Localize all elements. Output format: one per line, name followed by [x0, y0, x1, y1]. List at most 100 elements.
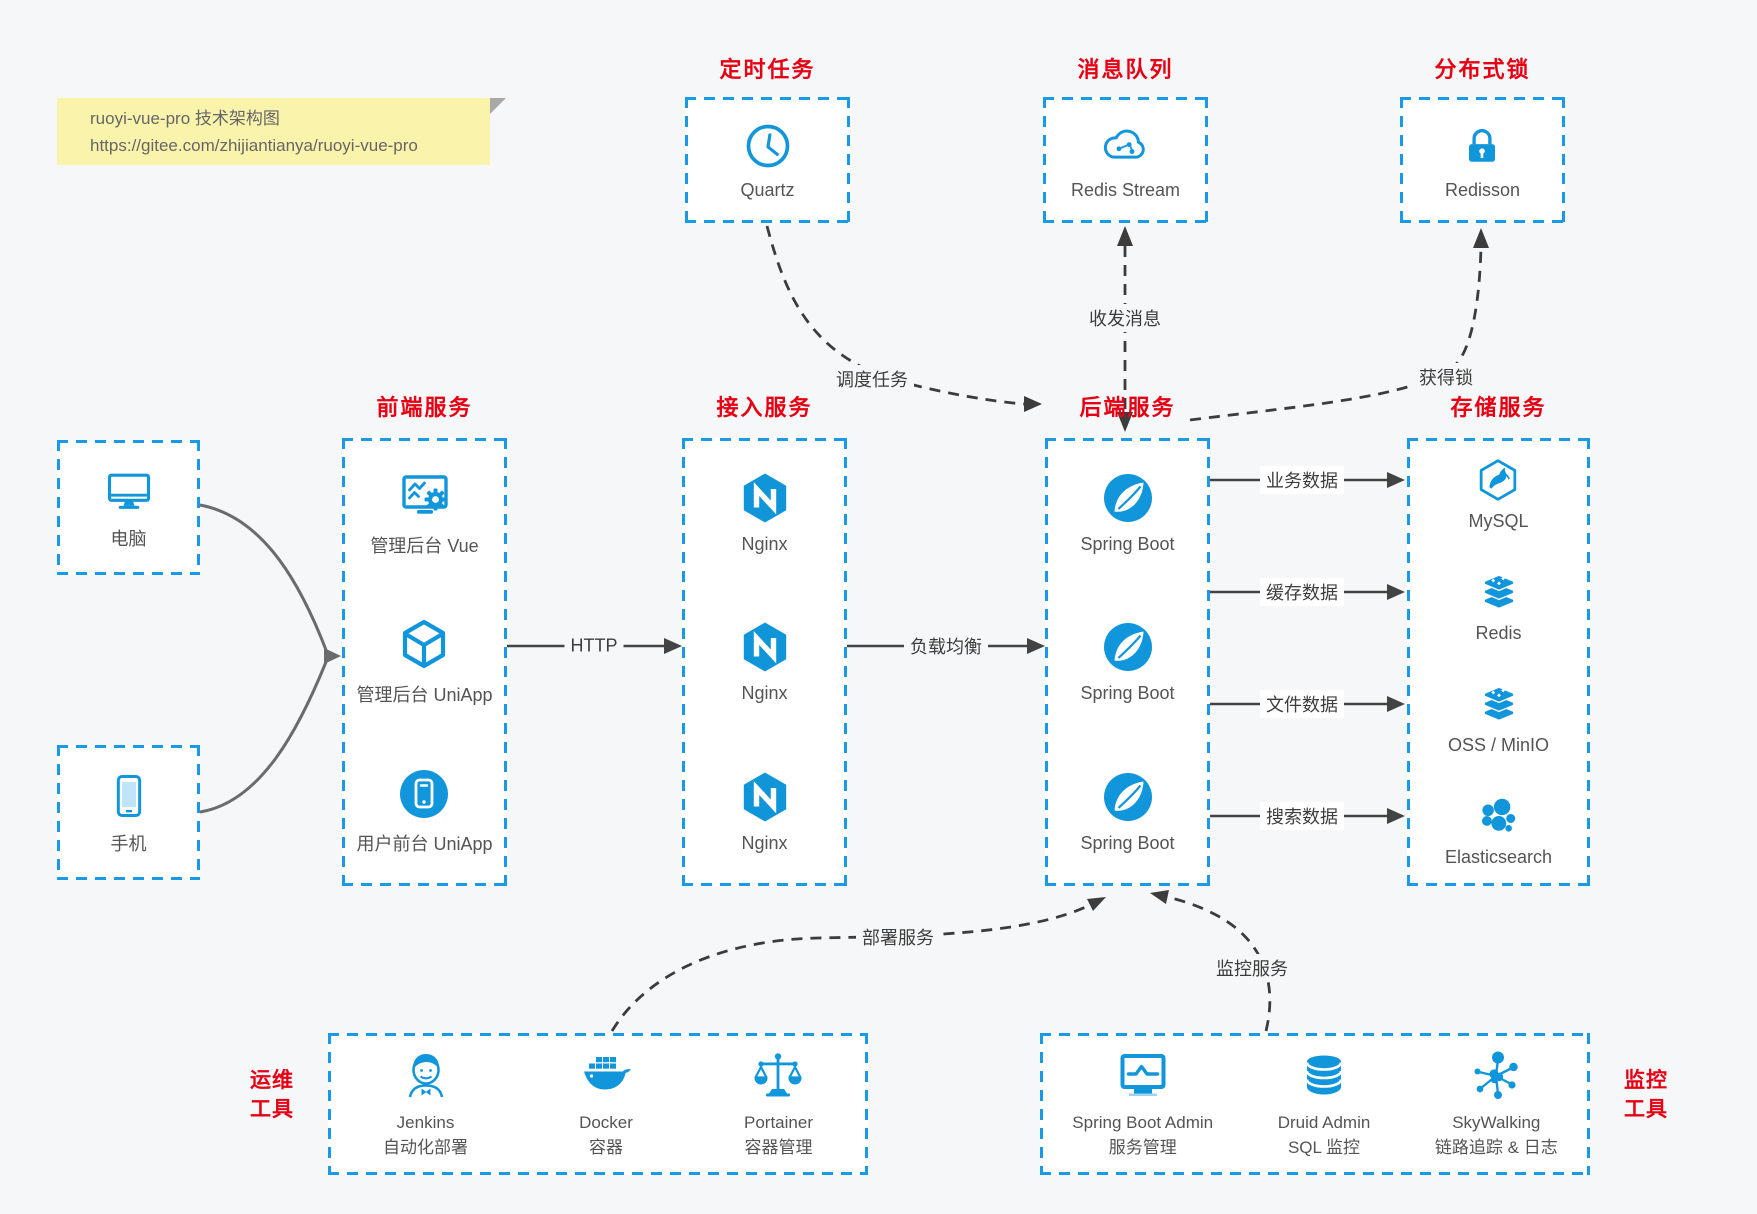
docker-whale-icon [578, 1048, 634, 1104]
jenkins-desc: 自动化部署 [383, 1138, 468, 1157]
monitoring-tools-box: Spring Boot Admin 服务管理 Druid Admin SQL 监… [1040, 1033, 1590, 1175]
title-gateway-services: 接入服务 [716, 395, 813, 420]
quartz-label: Quartz [740, 179, 795, 200]
nginx-label-2: Nginx [741, 683, 788, 704]
skywalking-nodes-icon [1468, 1048, 1524, 1104]
pc-client-item: 电脑 [103, 465, 155, 551]
portainer-scales-icon [750, 1048, 806, 1104]
title-distributed-lock: 分布式锁 [1434, 57, 1531, 82]
mysql-label: MySQL [1468, 510, 1529, 531]
edge-label-http: HTTP [564, 634, 624, 658]
jenkins-name: Jenkins [396, 1113, 455, 1132]
storage-item-elasticsearch: Elasticsearch [1445, 793, 1552, 868]
mysql-icon [1475, 457, 1521, 503]
spring-label-2: Spring Boot [1080, 683, 1175, 704]
edge-label-load-balance: 负载均衡 [904, 632, 988, 660]
ops-item-portainer: Portainer 容器管理 [744, 1048, 813, 1160]
edge-label-deploy: 部署服务 [856, 923, 940, 951]
jenkins-labels: Jenkins 自动化部署 [383, 1110, 468, 1160]
elasticsearch-label: Elasticsearch [1444, 846, 1553, 867]
redis-stream-item: Redis Stream [1071, 120, 1180, 201]
sba-name: Spring Boot Admin [1072, 1113, 1214, 1132]
user-app-icon [396, 766, 452, 822]
mobile-client-box: 手机 [57, 745, 200, 880]
nginx-label-1: Nginx [741, 534, 788, 555]
nginx-icon [737, 470, 793, 526]
backend-item-spring-3: Spring Boot [1080, 769, 1175, 854]
elasticsearch-icon [1475, 793, 1521, 839]
gateway-item-nginx-1: Nginx [737, 470, 793, 555]
gateway-item-nginx-3: Nginx [737, 769, 793, 854]
docker-name: Docker [579, 1113, 633, 1132]
ops-item-docker: Docker 容器 [578, 1048, 634, 1160]
redisson-item: Redisson [1445, 120, 1520, 201]
redis-stream-box: Redis Stream [1043, 97, 1208, 223]
jenkins-icon [398, 1048, 454, 1104]
edge-label-monitor: 监控服务 [1210, 954, 1294, 982]
skywalking-desc: 链路追踪 & 日志 [1434, 1138, 1558, 1157]
monitoring-side-line1: 监控 [1624, 1069, 1668, 1092]
monitoring-item-druid: Druid Admin SQL 监控 [1278, 1048, 1371, 1160]
edge-label-message: 收发消息 [1083, 304, 1167, 332]
docker-desc: 容器 [588, 1138, 623, 1157]
oss-minio-label: OSS / MinIO [1447, 734, 1550, 755]
monitoring-item-skywalking: SkyWalking 链路追踪 & 日志 [1435, 1048, 1558, 1160]
client-curves [199, 503, 328, 814]
quartz-item: Quartz [740, 120, 795, 201]
spring-boot-icon [1100, 619, 1156, 675]
monitoring-side-line2: 工具 [1624, 1098, 1668, 1121]
backend-item-spring-1: Spring Boot [1080, 470, 1175, 555]
mobile-client-item: 手机 [103, 770, 155, 856]
edge-deploy [610, 902, 1093, 1032]
edge-label-schedule: 调度任务 [830, 365, 914, 393]
note-url: https://gitee.com/zhijiantianya/ruoyi-vu… [90, 136, 418, 155]
dashed-arrowheads [1024, 226, 1489, 911]
edge-monitor [1162, 894, 1272, 1032]
frontend-item-user-uniapp: 用户前台 UniApp [356, 766, 493, 856]
edge-label-business-data: 业务数据 [1260, 466, 1344, 494]
edge-label-file-data: 文件数据 [1260, 690, 1344, 718]
storage-item-mysql: MySQL [1468, 457, 1529, 532]
arrowhead-clients [324, 648, 341, 664]
redisson-box: Redisson [1400, 97, 1565, 223]
docker-labels: Docker 容器 [579, 1110, 633, 1160]
portainer-labels: Portainer 容器管理 [744, 1110, 813, 1160]
gateway-services-box: Nginx Nginx Nginx [682, 438, 847, 886]
druid-labels: Druid Admin SQL 监控 [1278, 1110, 1371, 1160]
edge-label-cache-data: 缓存数据 [1260, 578, 1344, 606]
spring-boot-admin-icon [1115, 1048, 1171, 1104]
frontend-userapp-label: 用户前台 UniApp [356, 834, 493, 855]
edge-label-acquire-lock: 获得锁 [1413, 363, 1479, 391]
nginx-icon [737, 619, 793, 675]
ops-side-line1: 运维 [250, 1069, 294, 1092]
smartphone-icon [103, 770, 155, 822]
admin-vue-icon [397, 468, 453, 524]
monitoring-item-sba: Spring Boot Admin 服务管理 [1072, 1048, 1213, 1160]
portainer-desc: 容器管理 [744, 1138, 813, 1157]
quartz-box: Quartz [685, 97, 850, 223]
spring-boot-icon [1100, 470, 1156, 526]
note-title: ruoyi-vue-pro 技术架构图 [90, 109, 280, 128]
oss-stack-icon [1476, 681, 1522, 727]
edge-label-search-data: 搜索数据 [1260, 802, 1344, 830]
druid-name: Druid Admin [1277, 1113, 1371, 1132]
desktop-icon [103, 465, 155, 517]
ops-item-jenkins: Jenkins 自动化部署 [383, 1048, 468, 1160]
mobile-client-label: 手机 [110, 833, 147, 854]
frontend-item-vue-admin: 管理后台 Vue [370, 468, 479, 558]
cloud-stream-icon [1099, 120, 1151, 172]
pc-client-label: 电脑 [110, 528, 147, 549]
redisson-label: Redisson [1444, 179, 1521, 200]
redis-stream-label: Redis Stream [1070, 179, 1181, 200]
storage-item-oss-minio: OSS / MinIO [1448, 681, 1549, 756]
storage-item-redis: Redis [1475, 569, 1522, 644]
spring-label-1: Spring Boot [1080, 534, 1175, 555]
nginx-icon [737, 769, 793, 825]
spring-label-3: Spring Boot [1080, 832, 1175, 853]
title-scheduled-tasks: 定时任务 [719, 57, 816, 82]
portainer-name: Portainer [744, 1113, 813, 1132]
clock-icon [742, 120, 794, 172]
lock-icon [1456, 120, 1508, 172]
backend-item-spring-2: Spring Boot [1080, 619, 1175, 704]
